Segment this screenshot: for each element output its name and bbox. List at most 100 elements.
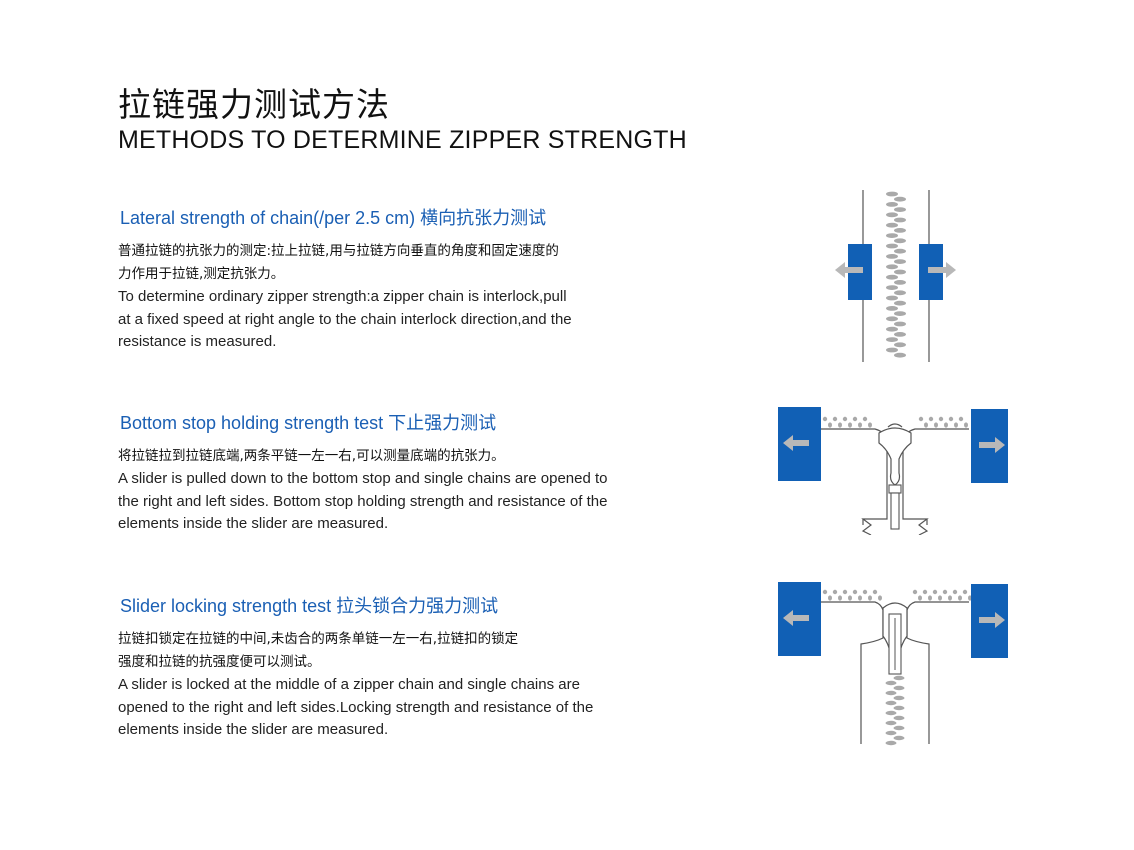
- slider-tab: [890, 492, 900, 530]
- left-arrow-icon: [783, 435, 809, 451]
- desc-en-line: elements inside the slider are measured.: [118, 721, 389, 738]
- zipper-tooth: [822, 589, 828, 595]
- zipper-tooth: [928, 595, 932, 601]
- page-title-en: METHODS TO DETERMINE ZIPPER STRENGTH: [118, 126, 687, 154]
- zipper-tooth: [858, 422, 862, 428]
- zipper-tooth: [894, 332, 906, 337]
- left-arrow-icon: [783, 610, 809, 626]
- zipper-tooth: [948, 595, 952, 601]
- zipper-tooth: [886, 264, 898, 270]
- desc-en-line: opened to the right and left sides.Locki…: [118, 698, 594, 716]
- section-desc-zh: 拉链扣锁定在拉链的中间,未齿合的两条单链一左一右,拉链扣的锁定 强度和拉链的抗强…: [118, 628, 618, 674]
- zipper-tooth: [894, 311, 906, 316]
- zipper-tooth: [848, 595, 852, 601]
- zipper-tooth: [862, 589, 868, 595]
- zipper-tooth: [932, 589, 938, 595]
- zipper-tooth: [862, 416, 868, 422]
- desc-en-line: the right and left sides. Bottom stop ho…: [118, 492, 608, 510]
- tape-right: [906, 601, 969, 744]
- zipper-tooth: [878, 595, 882, 601]
- zipper-tooth: [886, 243, 898, 249]
- zipper-teeth: [822, 589, 972, 746]
- zipper-teeth: [822, 416, 968, 428]
- zipper-tooth: [885, 720, 897, 726]
- zipper-tooth: [918, 416, 924, 422]
- zipper-tooth: [893, 715, 905, 721]
- zipper-tooth: [894, 217, 906, 223]
- zipper-tooth: [894, 238, 906, 244]
- zipper-tooth: [886, 316, 898, 322]
- zipper-teeth: [886, 191, 906, 358]
- page-title-zh: 拉链强力测试方法: [118, 85, 390, 124]
- right-arrow-icon: [928, 262, 956, 278]
- zipper-tooth: [885, 680, 897, 686]
- zipper-tooth: [912, 589, 918, 595]
- tape-left: [821, 601, 884, 744]
- zipper-tooth: [893, 705, 905, 711]
- zipper-tooth: [948, 416, 954, 422]
- zipper-tooth: [942, 589, 948, 595]
- zipper-tooth: [885, 690, 897, 696]
- zipper-tooth: [894, 228, 906, 233]
- desc-en-line: A slider is locked at the middle of a zi…: [118, 676, 580, 693]
- desc-zh-line: 将拉链拉到拉链底端,两条平链一左一右,可以测量底端的抗张力。: [118, 448, 505, 464]
- zipper-tooth: [886, 337, 898, 342]
- zipper-tooth: [894, 196, 906, 202]
- zipper-tooth: [868, 422, 872, 428]
- desc-zh-line: 强度和拉链的抗强度便可以测试。: [118, 654, 321, 670]
- zipper-tooth: [894, 352, 906, 358]
- zipper-tooth: [885, 730, 897, 736]
- zipper-tooth: [894, 269, 906, 275]
- zipper-tooth: [893, 695, 905, 701]
- section-desc-en: To determine ordinary zipper strength:a …: [118, 286, 678, 354]
- zipper-tooth: [894, 342, 906, 348]
- section-desc-zh: 普通拉链的抗张力的测定:拉上拉链,用与拉链方向垂直的角度和固定速度的 力作用于拉…: [118, 240, 618, 286]
- desc-en-line: elements inside the slider are measured.: [118, 515, 389, 532]
- zipper-tooth: [886, 191, 898, 197]
- section-slider-locking: Slider locking strength test 拉头锁合力强力测试 拉…: [118, 592, 678, 742]
- bottom-stop-diagram: [778, 407, 1008, 535]
- tape-left: [821, 428, 888, 535]
- slider-body: [878, 427, 912, 486]
- zipper-tooth: [885, 700, 897, 706]
- section-lateral-strength: Lateral strength of chain(/per 2.5 cm) 横…: [118, 204, 678, 354]
- zipper-tooth: [828, 595, 832, 601]
- zipper-tooth: [893, 675, 905, 681]
- zipper-tooth: [838, 422, 842, 428]
- zipper-tooth: [934, 422, 938, 428]
- section-bottom-stop: Bottom stop holding strength test 下止强力测试…: [118, 409, 678, 536]
- zipper-tooth: [842, 589, 848, 595]
- zipper-tooth: [886, 295, 898, 301]
- zipper-tooth: [872, 589, 878, 595]
- right-arrow-icon: [979, 437, 1005, 453]
- zipper-tooth: [958, 416, 964, 422]
- zipper-tooth: [894, 248, 906, 254]
- zipper-tooth: [848, 422, 852, 428]
- zipper-tooth: [894, 280, 906, 285]
- zipper-tooth: [954, 422, 958, 428]
- desc-zh-line: 拉链扣锁定在拉链的中间,未齿合的两条单链一左一右,拉链扣的锁定: [118, 631, 519, 647]
- section-desc-zh: 将拉链拉到拉链底端,两条平链一左一右,可以测量底端的抗张力。: [118, 445, 618, 468]
- zipper-tooth: [944, 422, 948, 428]
- desc-zh-line: 普通拉链的抗张力的测定:拉上拉链,用与拉链方向垂直的角度和固定速度的: [118, 243, 559, 259]
- section-desc-en: A slider is locked at the middle of a zi…: [118, 674, 678, 742]
- section-title: Lateral strength of chain(/per 2.5 cm) 横…: [120, 208, 547, 228]
- zipper-tooth: [894, 290, 906, 296]
- section-title: Slider locking strength test 拉头锁合力强力测试: [120, 596, 499, 616]
- zipper-tooth: [886, 347, 898, 353]
- zipper-tooth: [938, 416, 944, 422]
- zipper-tooth: [893, 735, 905, 741]
- zipper-tooth: [852, 416, 858, 422]
- zipper-tooth: [886, 285, 898, 290]
- slider-locking-diagram: [778, 582, 1008, 746]
- zipper-tooth: [886, 233, 898, 238]
- zipper-tooth: [886, 202, 898, 207]
- zipper-tooth: [918, 595, 922, 601]
- zipper-tooth: [852, 589, 858, 595]
- zipper-tooth: [893, 725, 905, 731]
- section-title: Bottom stop holding strength test 下止强力测试: [120, 413, 497, 433]
- desc-en-line: A slider is pulled down to the bottom st…: [118, 470, 608, 487]
- tape-right: [902, 428, 969, 535]
- zipper-tooth: [958, 595, 962, 601]
- zipper-tooth: [886, 254, 898, 259]
